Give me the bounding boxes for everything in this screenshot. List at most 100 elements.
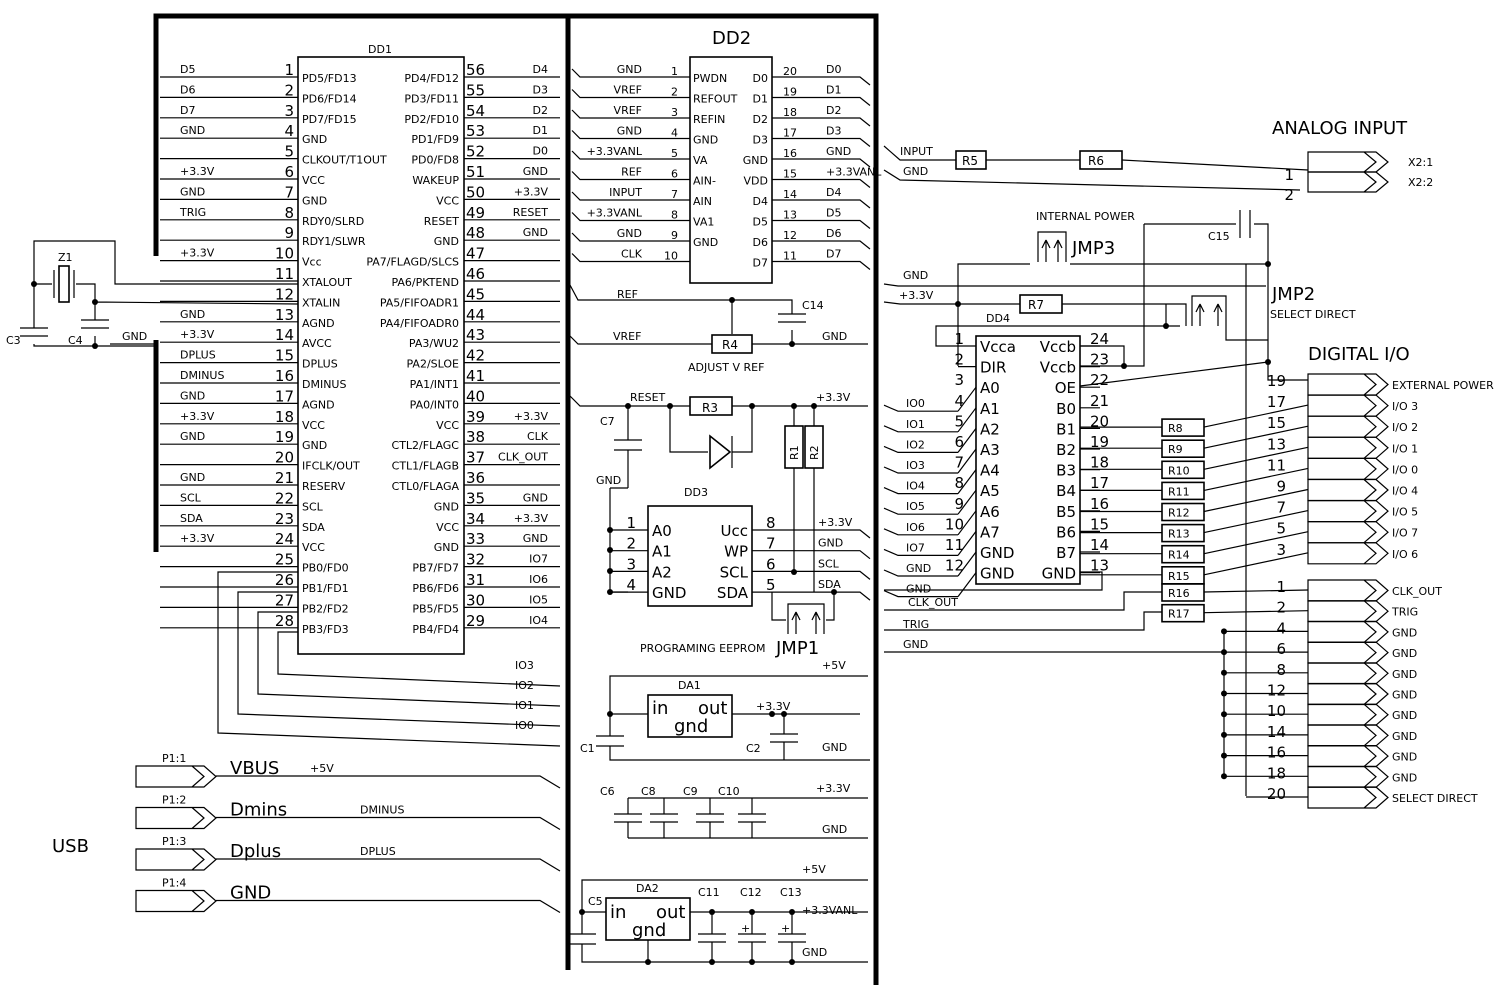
dd3-pin-name: A0 [652, 522, 672, 540]
dio-pin-number: 19 [1267, 372, 1286, 390]
dd1-pin-net: GND [180, 124, 205, 137]
c2-label: C2 [746, 742, 761, 755]
analog-pin-label: X2:1 [1408, 156, 1433, 169]
dd4-pin-number: 3 [954, 371, 964, 389]
dd1-pin-net: D1 [533, 124, 548, 137]
dd2-pin-number: 2 [671, 86, 678, 99]
dd4-pin-line [883, 531, 977, 556]
dd1-pin-number: 21 [275, 469, 294, 487]
dd2-pin-line [772, 76, 871, 86]
r5-body [955, 150, 987, 170]
c10-label: C10 [718, 785, 740, 798]
dd1-pin-number: 14 [275, 326, 294, 344]
dd2-pin-net: VREF [614, 84, 642, 97]
dd4-pin-net: IO2 [906, 438, 925, 451]
dd1-pin-name: VCC [302, 541, 325, 554]
dio-connector-pin [1307, 373, 1389, 396]
dd1-pin-number: 11 [275, 265, 294, 283]
dd1-pin-name: VCC [436, 194, 459, 207]
da1-in: in [652, 698, 668, 719]
dd2-pin-name: D2 [753, 113, 768, 126]
dd1-pin-name: PA2/SLOE [407, 358, 460, 371]
dio-pin-label: I/O 5 [1392, 506, 1418, 519]
dd2-pin-net: GND [617, 227, 642, 240]
dd1-pin-number: 26 [275, 571, 294, 589]
dd4-pin-name: GND [1042, 565, 1076, 583]
dd4-pin-net: GND [906, 583, 931, 596]
dd1-pin-net: D6 [180, 83, 195, 96]
dd2-pin-line [571, 68, 690, 78]
dd2-pin-number: 17 [783, 127, 797, 140]
dio-pin-number: 7 [1276, 499, 1286, 517]
dd4-pin-name: B3 [1056, 462, 1076, 480]
da1-out: out [698, 698, 727, 719]
junction [791, 569, 797, 575]
dd1-pin-net: IO6 [529, 573, 548, 586]
dd2-pin-name: D0 [753, 72, 768, 85]
dd1-pin-number: 27 [275, 591, 294, 609]
c9-label: C9 [683, 785, 698, 798]
dd2-pin-number: 20 [783, 65, 797, 78]
dio-pin-label: I/O 3 [1392, 400, 1418, 413]
dd4-power-wires [884, 304, 1269, 591]
jmp1-wires [771, 592, 835, 621]
usb-pin-id: P1:2 [162, 794, 186, 807]
dd1-pin-net: CLK_OUT [498, 451, 548, 464]
net-input: INPUT [900, 145, 933, 158]
dd2-pin-net: +3.3VANL [587, 145, 643, 158]
dd2-adc: DD2 1PWDNGND2REFOUTVREF3REFINVREF4GNDGND… [571, 28, 882, 284]
digital-io-title: DIGITAL I/O [1308, 344, 1410, 365]
dd1-pin-net: SDA [180, 512, 203, 525]
reset-circuit: R3 C7 RESET GND +3.3V R1 R2 [569, 391, 868, 592]
dd1-pin-number: 17 [275, 387, 294, 405]
da1-body [647, 694, 733, 738]
dd1-pin-net: CLK [527, 430, 549, 443]
dd4-pin-net: IO4 [906, 480, 925, 493]
da1-regulator: in out gnd DA1 C1 C2 +5V +3.3V GND [580, 659, 870, 761]
dd1-pin-name: PB3/FD3 [302, 623, 349, 636]
dd4-pin-name: B7 [1056, 544, 1076, 562]
dd1-pin-number: 55 [466, 81, 485, 99]
analog-pin-number: 2 [1284, 186, 1294, 204]
dd1-pin-name: GND [302, 194, 327, 207]
dd4-pin-line [883, 572, 977, 598]
dd1-pin-name: GND [434, 541, 459, 554]
dd1-pin-name: PA6/PKTEND [391, 276, 459, 289]
usb-wire [216, 899, 561, 914]
dd1-pin-number: 52 [466, 143, 485, 161]
ctrl-wire [1203, 589, 1309, 593]
dio-pin-label: I/O 4 [1392, 485, 1418, 498]
dd4-pin-name: A2 [980, 420, 1000, 438]
dio-connector-pin [1307, 500, 1389, 523]
junction [607, 589, 613, 595]
c7-label: C7 [600, 415, 615, 428]
dd3-pin-net: SCL [818, 557, 840, 570]
net-gnd: GND [903, 165, 928, 178]
dio-connector-pin [1307, 478, 1389, 502]
junction [749, 403, 755, 409]
ctrl-pin-number: 14 [1267, 723, 1286, 741]
dd1-pin-net: GND [523, 491, 548, 504]
dd1-label: DD1 [368, 43, 392, 56]
ctrl-connector-pin [1307, 682, 1389, 706]
da2-gnd: gnd [632, 920, 666, 941]
dd1-pin-net: +3.3V [514, 410, 549, 423]
r1-r2-wires [793, 406, 815, 592]
net-5v: +5V [802, 863, 826, 876]
dd1-pin-name: XTALIN [302, 296, 340, 309]
dd4-pin-name: A0 [980, 379, 1000, 397]
dd4-pin-number: 24 [1090, 330, 1109, 348]
dd4-pin-name: B5 [1056, 503, 1076, 521]
ctrl-wire [1203, 610, 1309, 614]
dd2-pin-number: 16 [783, 147, 797, 160]
dd1-pin-number: 22 [275, 489, 294, 507]
dd3-pin-line [752, 570, 871, 580]
ctrl-pin-label: GND [1392, 626, 1417, 639]
dio-connector-pin [1307, 394, 1389, 417]
dd1-pin-number: 15 [275, 347, 294, 365]
dd1-pin-number: 35 [466, 489, 485, 507]
